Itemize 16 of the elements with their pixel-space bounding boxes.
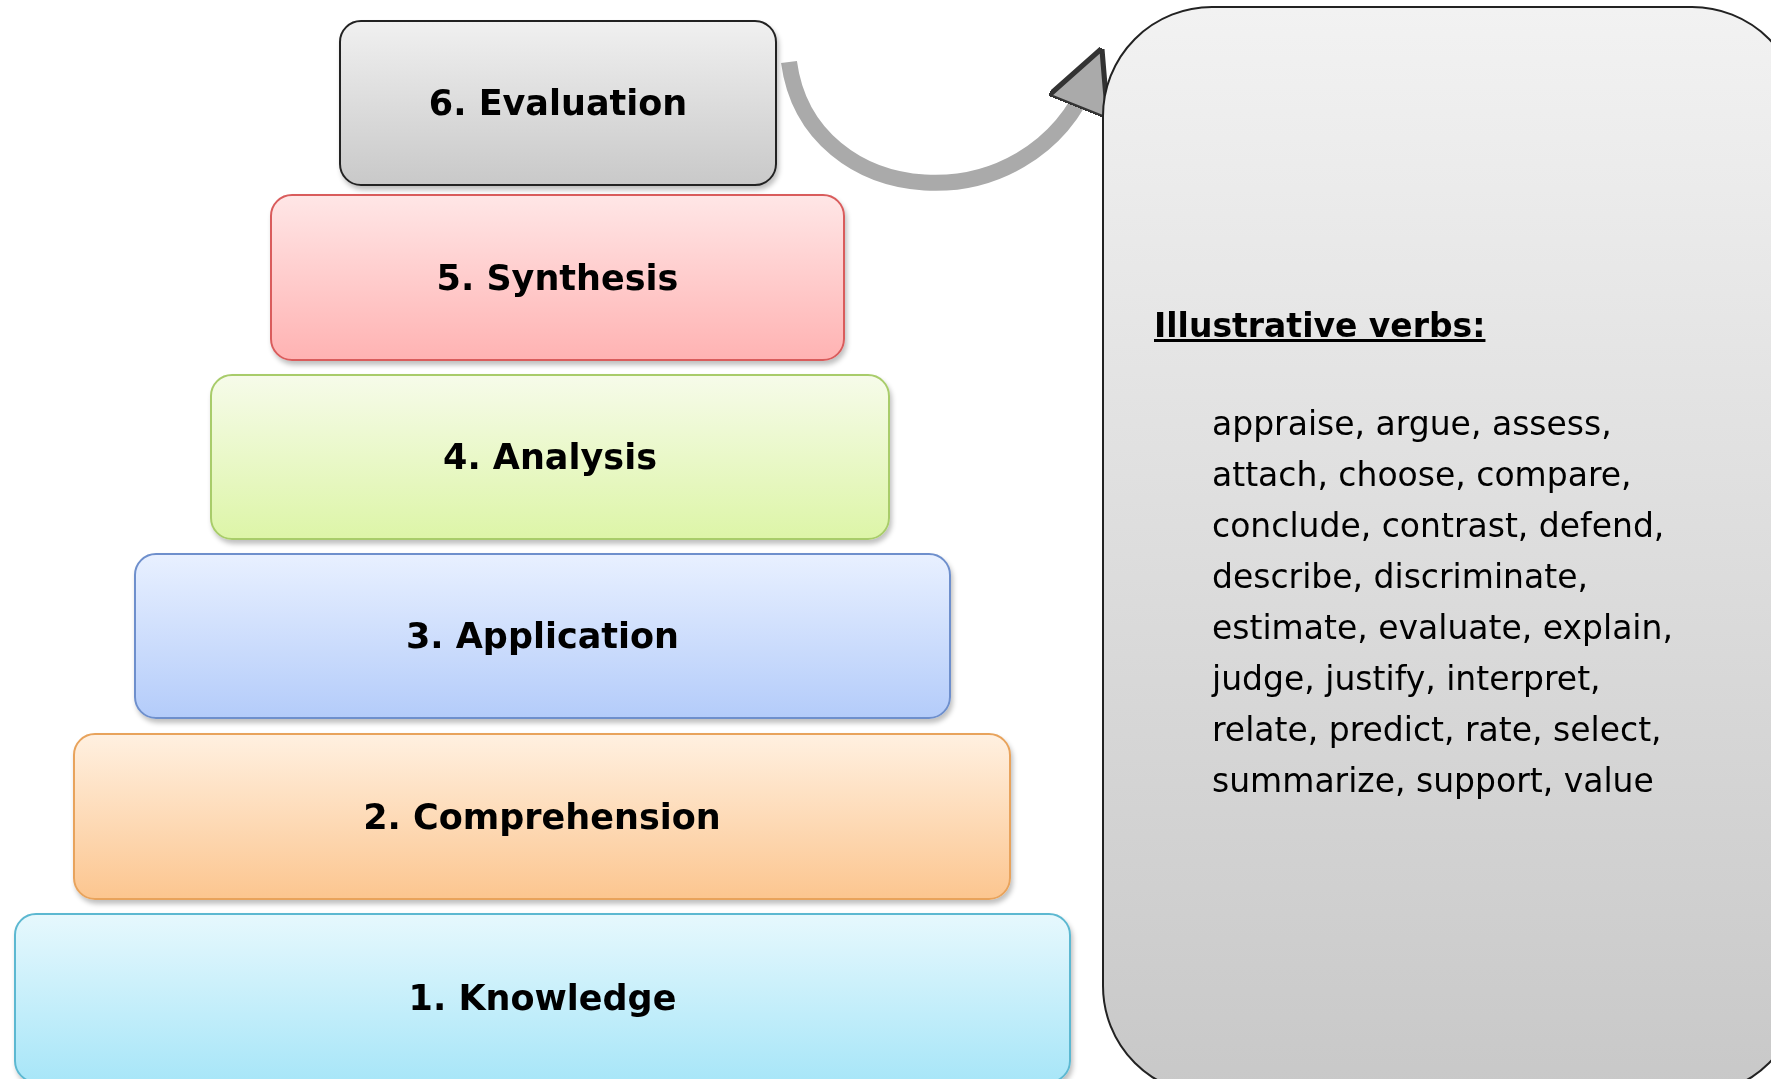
level-label: 1. Knowledge bbox=[408, 978, 677, 1018]
level-box bbox=[270, 194, 845, 361]
verbs-panel bbox=[1102, 6, 1771, 1079]
level-box bbox=[210, 374, 890, 540]
level-label: 5. Synthesis bbox=[436, 257, 679, 298]
level-label: 6. Evaluation bbox=[428, 83, 688, 123]
verb-list: appraise, argue, assess, attach, choose, compare, conclude, contrast, defend, describe, discriminate, estimate, evaluate, explain, judge, justify, interpret, relate, predict, rate, select, summarize, support, value bbox=[1212, 398, 1712, 806]
level-box bbox=[339, 20, 777, 186]
level-label: 2. Comprehension bbox=[363, 796, 721, 837]
level-label: 3. Application bbox=[405, 616, 680, 656]
level-box bbox=[73, 733, 1011, 900]
level-label: 4. Analysis bbox=[443, 437, 657, 477]
level-box bbox=[14, 913, 1071, 1079]
level-box bbox=[134, 553, 951, 719]
curved-arrow bbox=[781, 47, 1108, 191]
panel-heading: Illustrative verbs: bbox=[1154, 306, 1486, 345]
